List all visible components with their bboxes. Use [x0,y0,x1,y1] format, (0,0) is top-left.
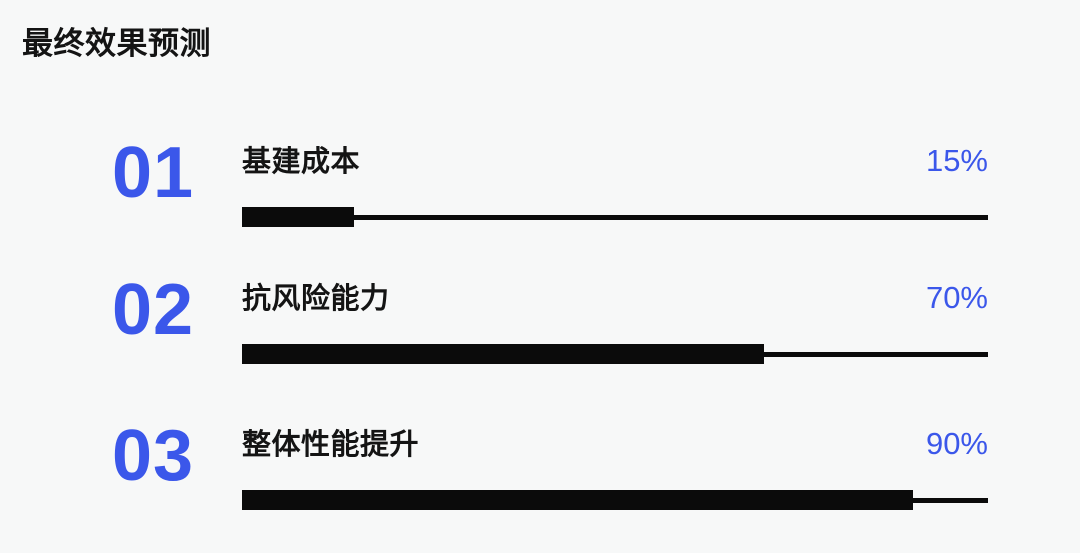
row-3-metric-value: 90% [925,426,988,461]
row-3-head: 整体性能提升 90% [242,428,988,462]
row-1-progress-bar [242,207,988,227]
metric-row-2: 02 抗风险能力 70% [0,272,1080,382]
row-2-progress-fill [242,344,765,364]
metric-row-1: 01 基建成本 15% [0,135,1080,245]
row-1-head: 基建成本 15% [242,145,988,179]
row-2-progress-bar [242,344,988,364]
row-3-metric-label: 整体性能提升 [242,429,420,461]
metric-row-3: 03 整体性能提升 90% [0,418,1080,528]
row-3-progress-fill [242,490,914,510]
row-1-index: 01 [112,133,195,213]
row-2-head: 抗风险能力 70% [242,282,988,316]
row-2-index: 02 [112,270,195,350]
row-3-index: 03 [112,416,195,496]
row-2-metric-label: 抗风险能力 [242,283,390,315]
page-title: 最终效果预测 [22,26,211,61]
row-3-content: 整体性能提升 90% [242,418,988,528]
row-1-metric-value: 15% [925,143,988,178]
row-2-content: 抗风险能力 70% [242,272,988,382]
row-3-progress-bar [242,490,988,510]
row-1-progress-fill [242,207,354,227]
row-1-metric-label: 基建成本 [242,146,361,178]
row-1-progress-track [242,215,988,220]
row-1-content: 基建成本 15% [242,135,988,245]
row-2-metric-value: 70% [925,280,988,315]
